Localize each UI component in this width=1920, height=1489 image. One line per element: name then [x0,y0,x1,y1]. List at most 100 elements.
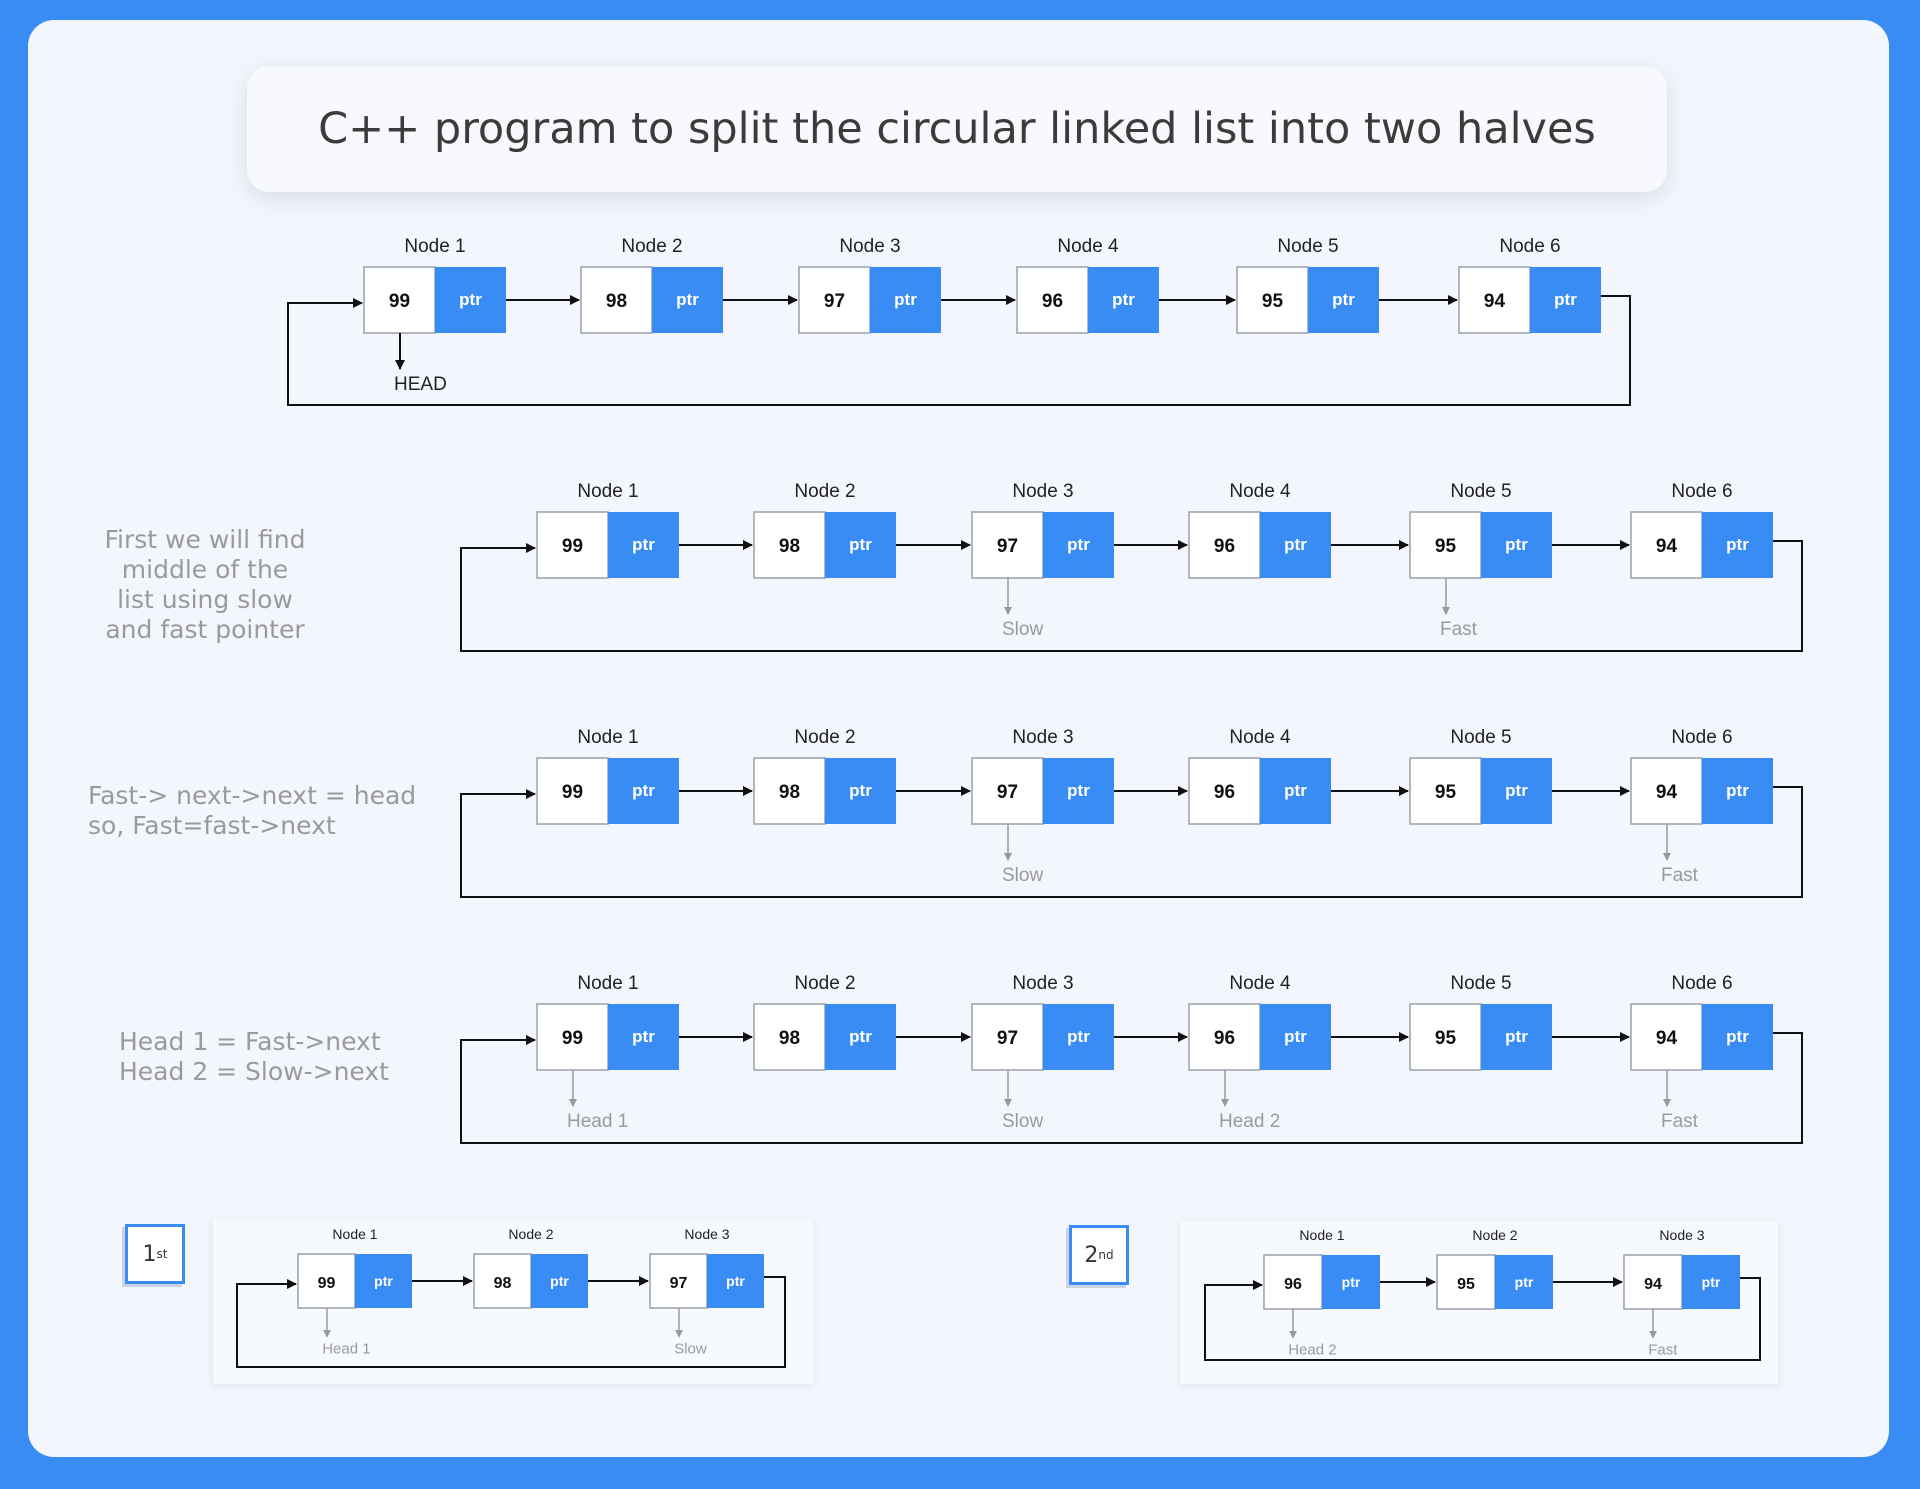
ptr-cell [870,267,941,333]
data-cell [1409,757,1482,825]
ptr-label: ptr [676,290,699,309]
data-cell [536,511,609,579]
ptr-cell [1043,1004,1114,1070]
marker-label: Slow [674,1341,707,1358]
data-cell [1188,757,1261,825]
node-value: 98 [494,1275,512,1292]
ptr-label: ptr [1332,290,1355,309]
badge-number: 1 [142,1241,157,1267]
marker-label: Slow [1002,1111,1043,1132]
node-label: Node 2 [794,727,855,748]
ptr-label: ptr [1112,290,1135,309]
ptr-label: ptr [632,1027,655,1046]
data-cell [1630,757,1703,825]
circular-loop-arrow [460,540,1803,652]
data-cell [1630,511,1703,579]
ptr-label: ptr [1067,1027,1090,1046]
badge-suffix: nd [1098,1248,1114,1262]
badge-suffix: st [156,1247,168,1261]
node-label: Node 5 [1450,481,1511,502]
data-cell [753,757,826,825]
marker-label: Head 1 [567,1111,628,1132]
ptr-cell [707,1254,764,1308]
data-cell [297,1253,356,1309]
page-title: C++ program to split the circular linked… [318,104,1596,154]
node-label: Node 6 [1671,973,1732,994]
marker-label: Fast [1661,1111,1699,1132]
node-label: Node 3 [1659,1227,1704,1243]
data-cell [753,1003,826,1071]
ptr-cell [825,512,896,578]
node-value: 95 [1435,536,1457,557]
node-value: 94 [1656,1028,1678,1049]
node-label: Node 1 [577,973,638,994]
ptr-cell [435,267,506,333]
node-label: Node 5 [1450,727,1511,748]
ptr-label: ptr [1515,1274,1534,1290]
marker-label: Slow [1002,865,1043,886]
ptr-label: ptr [849,1027,872,1046]
node-label: Node 6 [1671,727,1732,748]
node-value: 95 [1457,1276,1475,1293]
circular-loop-arrow [460,1032,1803,1144]
node-value: 98 [779,536,800,557]
node-label: Node 1 [404,236,465,257]
ptr-cell [608,758,679,824]
node-value: 97 [997,782,1018,803]
node-value: 96 [1284,1276,1302,1293]
data-cell [1016,266,1089,334]
ptr-label: ptr [1726,781,1749,800]
node-value: 99 [318,1275,336,1292]
node-value: 99 [562,536,583,557]
ptr-label: ptr [1726,535,1749,554]
ptr-label: ptr [1067,781,1090,800]
ptr-label: ptr [894,290,917,309]
data-cell [1188,1003,1261,1071]
data-cell [971,1003,1044,1071]
node-value: 98 [779,1028,800,1049]
ptr-label: ptr [632,535,655,554]
data-cell [1188,511,1261,579]
node-label: Node 6 [1671,481,1732,502]
data-cell [1409,511,1482,579]
marker-label: Head 1 [322,1341,370,1358]
marker-label: Fast [1440,619,1478,640]
ptr-cell [1702,758,1773,824]
ptr-cell [1260,1004,1331,1070]
ptr-cell [1043,512,1114,578]
ptr-cell [1260,512,1331,578]
marker-label: Head 2 [1288,1342,1336,1359]
ptr-label: ptr [1284,1027,1307,1046]
ptr-cell [1530,267,1601,333]
data-cell [1236,266,1309,334]
node-value: 97 [997,1028,1018,1049]
node-label: Node 4 [1229,973,1291,994]
node-value: 94 [1656,782,1678,803]
node-value: 96 [1214,1028,1235,1049]
circular-loop-arrow [1204,1277,1761,1361]
ptr-cell [825,1004,896,1070]
node-label: Node 5 [1277,236,1338,257]
node-value: 95 [1435,782,1457,803]
ptr-cell [1702,512,1773,578]
data-cell [473,1253,532,1309]
